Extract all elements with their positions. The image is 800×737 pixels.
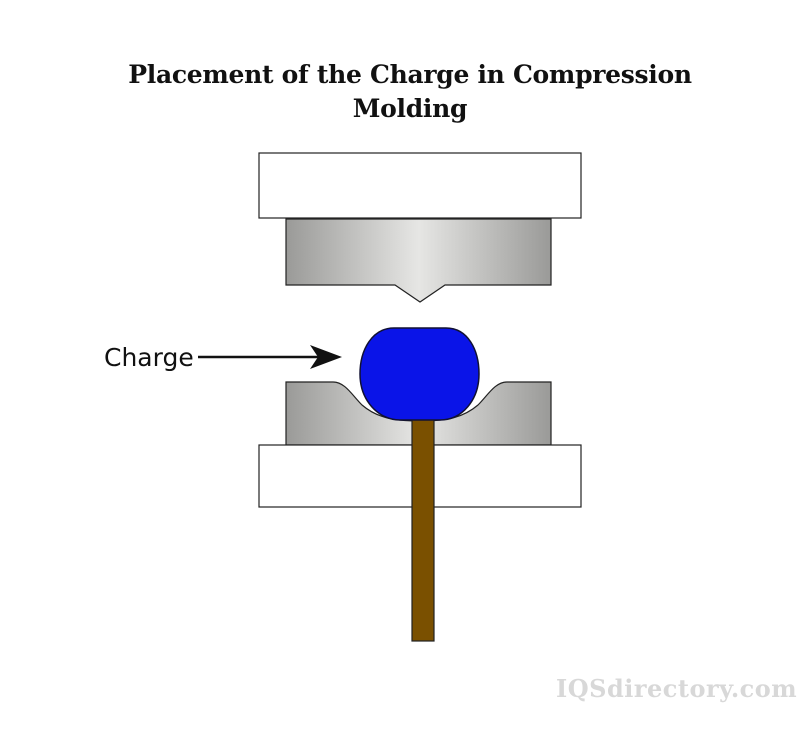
charge-arrow-head (310, 345, 342, 369)
charge-label: Charge (104, 343, 194, 372)
charge-blob (359, 327, 480, 421)
top-platen (258, 152, 582, 219)
upper-mold-half (285, 218, 552, 303)
diagram-title: Placement of the Charge in Compression M… (100, 58, 720, 126)
title-line-2: Molding (352, 94, 468, 123)
watermark-logo: IQSdirectory.com (556, 674, 798, 703)
title-line-1: Placement of the Charge in Compression (128, 60, 692, 89)
ejector-rod (411, 417, 435, 642)
